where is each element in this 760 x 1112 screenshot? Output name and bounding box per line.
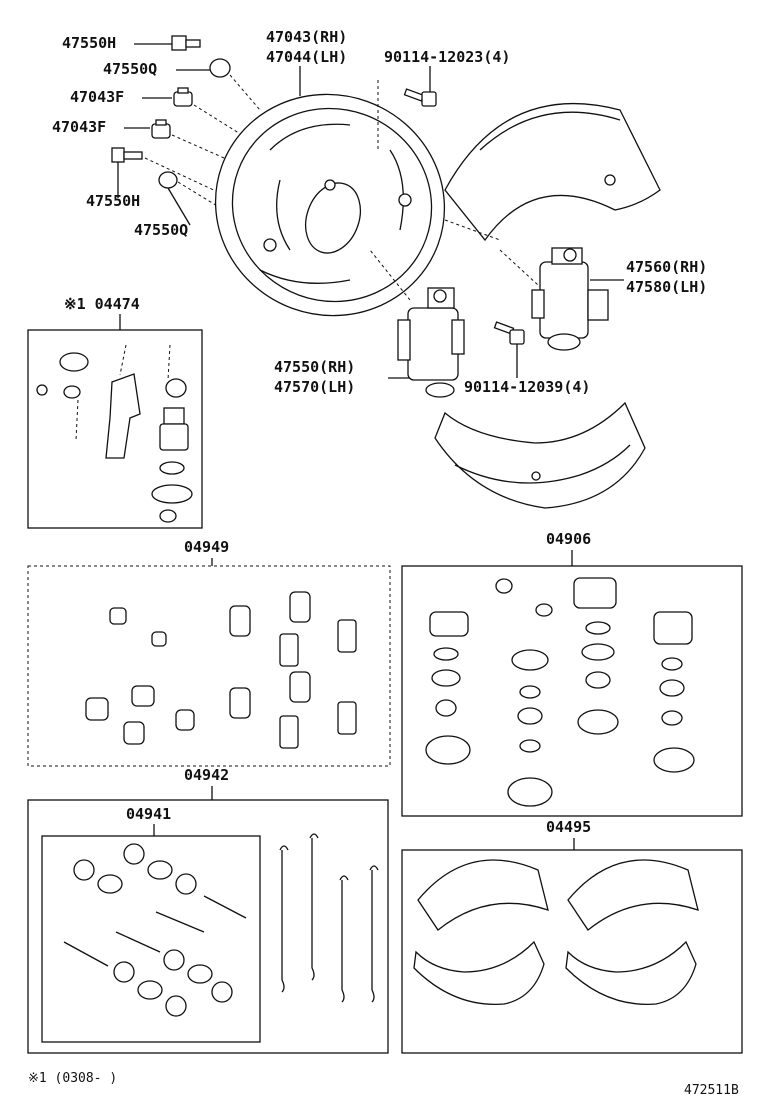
label-04474: ※1 04474 [64, 295, 140, 313]
label-04942: 04942 [184, 766, 229, 784]
plug-47043f-b [151, 119, 171, 139]
label-04949: 04949 [184, 538, 229, 556]
kit-box-04949 [27, 565, 391, 767]
diagram-id: 472511B [684, 1083, 739, 1098]
label-47570-lh: 47570(LH) [274, 378, 355, 396]
kit-box-04495 [401, 849, 743, 1054]
bolt-47550h-top [171, 35, 201, 51]
kit-box-04474 [27, 329, 203, 529]
label-47550h-top: 47550H [62, 34, 116, 52]
kit-04941-parts [63, 843, 247, 1017]
label-04906: 04906 [546, 530, 591, 548]
brake-shoe-upper [444, 103, 661, 242]
kit-04495-shoes [413, 859, 699, 1006]
bolt-90114-12023 [403, 88, 437, 107]
bushing-47550q-side [158, 171, 178, 189]
label-90114-12039: 90114-12039(4) [464, 378, 590, 396]
kit-box-04906 [401, 565, 743, 817]
plug-47043f-a [173, 87, 193, 107]
kit-04474-parts [36, 344, 193, 523]
label-47043f-b: 47043F [52, 118, 106, 136]
bolt-90114-12039 [493, 321, 525, 345]
label-90114-12023: 90114-12023(4) [384, 48, 510, 66]
label-47550q-top: 47550Q [103, 60, 157, 78]
label-47550-rh: 47550(RH) [274, 358, 355, 376]
label-04495: 04495 [546, 818, 591, 836]
kit-04906-parts [425, 577, 695, 807]
wheel-cylinder-47560 [531, 247, 609, 351]
label-47550h-side: 47550H [86, 192, 140, 210]
label-47580-lh: 47580(LH) [626, 278, 707, 296]
kit-box-04942 [27, 799, 389, 1054]
label-47550q-side: 47550Q [134, 221, 188, 239]
footnote: ※1 (0308- ) [28, 1071, 117, 1086]
label-47044-lh: 47044(LH) [266, 48, 347, 66]
bushing-47550q-top [209, 58, 231, 78]
label-47043f-a: 47043F [70, 88, 124, 106]
backing-plate [214, 93, 446, 317]
wheel-cylinder-47550 [397, 287, 465, 398]
springs-04942 [279, 833, 379, 1003]
label-04941: 04941 [126, 805, 171, 823]
label-47560-rh: 47560(RH) [626, 258, 707, 276]
brake-shoe-lower [434, 401, 646, 509]
label-47043-rh: 47043(RH) [266, 28, 347, 46]
kit-box-04941 [41, 835, 261, 1043]
kit-04949-parts [85, 591, 357, 749]
bolt-47550h-side [111, 147, 143, 163]
